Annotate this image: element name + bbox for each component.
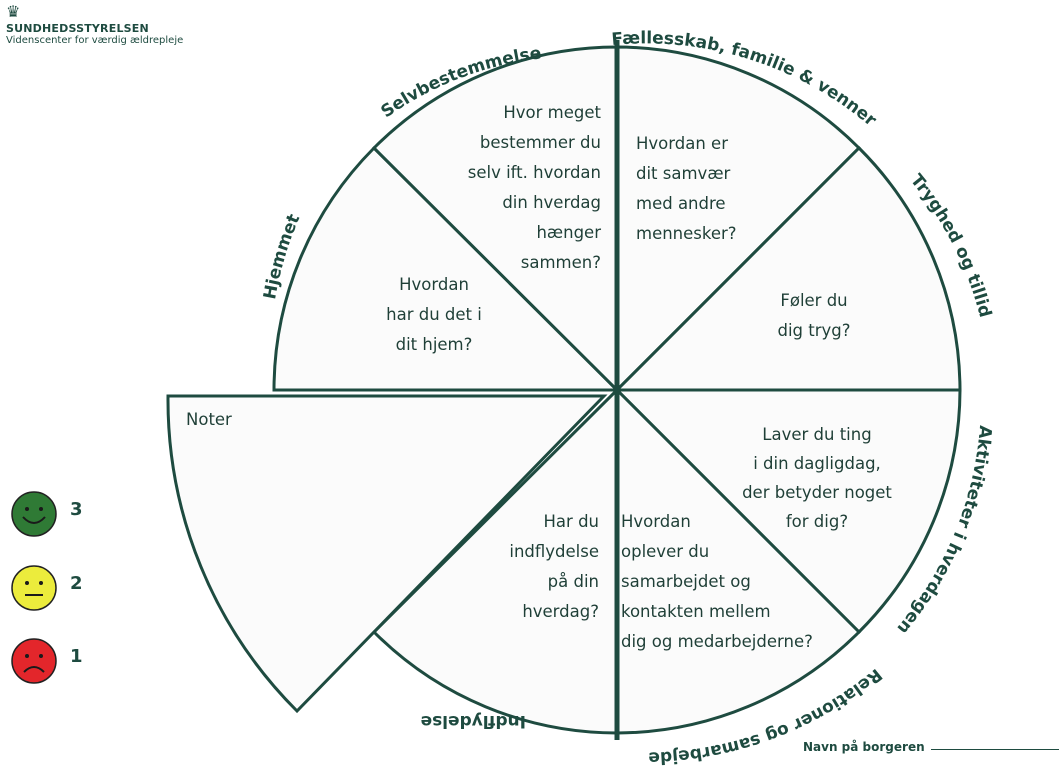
citizen-name-field[interactable]: Navn på borgeren [803,736,1060,756]
question-tryghed: Føler du dig tryg? [777,291,850,340]
question-line: på din [548,572,599,591]
question-line: har du det i [386,305,482,324]
question-line: samarbejdet og [621,572,751,591]
question-line: oplever du [621,542,709,561]
scale-item-3[interactable]: 3 [10,489,130,539]
scale-value: 3 [70,499,83,520]
question-line: selv ift. hvordan [468,163,601,182]
question-line: Laver du ting [762,425,871,444]
segment-relationer[interactable] [615,386,862,735]
scale-value: 1 [70,646,83,667]
question-line: for dig? [786,512,848,531]
segment-indflydelse[interactable] [371,386,619,735]
logo: ♛ SUNDHEDSSTYRELSEN Videnscenter for vær… [6,2,184,47]
question-aktiviteter: Laver du ting i din dagligdag, der betyd… [742,425,892,531]
question-line: Hvordan [621,512,691,531]
question-line: dit samvær [636,164,731,183]
scale-value: 2 [70,573,83,594]
question-line: dig tryg? [777,321,850,340]
question-line: i din dagligdag, [753,454,881,473]
question-line: hænger [536,223,601,242]
question-line: kontakten mellem [621,602,771,621]
question-selvbestemmelse: Hvor meget bestemmer du selv ift. hvorda… [468,103,602,272]
question-line: bestemmer du [480,133,601,152]
question-line: sammen? [521,253,601,272]
logo-subtitle: Videnscenter for værdig ældrepleje [6,35,184,46]
question-relationer: Hvordan oplever du samarbejdet og kontak… [621,512,813,651]
scale-item-1[interactable]: 1 [10,636,130,686]
question-line: hverdag? [522,602,599,621]
question-line: Føler du [780,291,847,310]
scale-item-2[interactable]: 2 [10,563,130,613]
category-indflydelse: Indflydelse [421,711,526,731]
question-line: der betyder noget [742,483,892,502]
question-line: Har du [544,512,599,531]
segment-faellesskab[interactable] [615,45,862,394]
segment-aktiviteter[interactable] [613,388,962,635]
citizen-name-line[interactable] [931,749,1059,750]
question-line: Hvor meget [503,103,601,122]
question-faellesskab: Hvordan er dit samvær med andre menneske… [636,134,737,243]
question-line: Hvordan er [636,134,728,153]
citizen-name-label: Navn på borgeren [803,740,925,754]
question-line: dit hjem? [396,335,473,354]
segment-tryghed[interactable] [613,145,962,392]
segment-selvbestemmelse[interactable] [371,45,619,394]
question-line: med andre [636,194,726,213]
logo-org-name: SUNDHEDSSTYRELSEN [6,22,149,35]
happy-face-icon [11,491,57,537]
question-indflydelse: Har du indflydelse på din hverdag? [509,512,599,621]
notes-label: Noter [186,410,232,429]
question-line: indflydelse [509,542,599,561]
sad-face-icon [11,638,57,684]
question-hjemmet: Hvordan har du det i dit hjem? [386,275,482,354]
neutral-face-icon [11,565,57,611]
question-line: Hvordan [399,275,469,294]
question-line: dig og medarbejderne? [621,632,813,651]
question-line: din hverdag [502,193,601,212]
crown-icon: ♛ [6,2,21,21]
question-line: mennesker? [636,224,737,243]
segment-noter[interactable] [166,394,608,714]
segment-hjemmet[interactable] [272,145,621,392]
wheel-body [166,40,962,740]
